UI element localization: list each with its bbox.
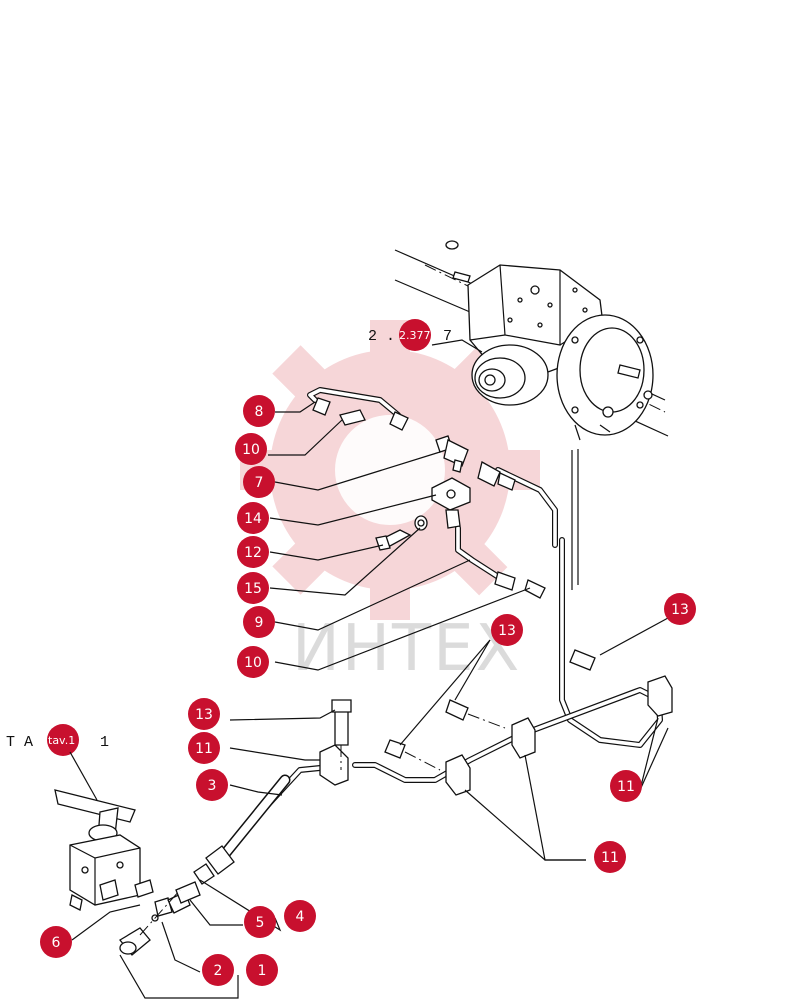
svg-text:13: 13 [195,707,213,723]
callout-14: 14 [237,502,269,534]
callout-11-left: 11 [188,732,220,764]
pedal-reference-label: T A tav.1 1 [6,724,109,801]
svg-text:3: 3 [208,778,217,794]
callout-10-lower: 10 [237,646,269,678]
svg-text:8: 8 [255,404,264,420]
axle-ref-suffix: 7 [443,328,452,345]
svg-text:6: 6 [52,935,61,951]
axle-ref-prefix: 2 . [368,328,395,345]
callouts: 8 10 7 14 12 15 9 10 [40,395,696,986]
svg-text:2: 2 [214,963,223,979]
watermark-text: ИНТЕХ [292,612,521,686]
callout-5: 5 [244,906,276,938]
svg-text:10: 10 [242,442,260,458]
pedal-ref-badge: tav.1 [48,734,75,747]
callout-11-bottom: 11 [594,841,626,873]
upper-pipes [307,387,663,748]
svg-text:11: 11 [601,850,619,866]
svg-text:14: 14 [244,511,262,527]
svg-text:5: 5 [256,915,265,931]
pedal-assembly [54,789,201,956]
callout-7: 7 [243,466,275,498]
axle-reference-label: 2 . 2.377 7 [368,319,483,353]
svg-text:13: 13 [498,623,516,639]
leader-lines [71,401,669,999]
svg-text:15: 15 [244,581,262,597]
callout-11-right: 11 [610,770,642,802]
svg-text:9: 9 [255,615,264,631]
callout-6: 6 [40,926,72,958]
svg-text:10: 10 [244,655,262,671]
callout-3: 3 [196,769,228,801]
axle-ref-badge: 2.377 [399,329,431,342]
callout-13-right: 13 [664,593,696,625]
callout-2: 2 [202,954,234,986]
lower-pipes [193,649,673,885]
pedal-ref-prefix: T A [6,734,33,751]
pedal-ref-suffix: 1 [100,734,109,751]
svg-text:1: 1 [258,963,267,979]
svg-text:7: 7 [255,475,264,491]
callout-13-left: 13 [188,698,220,730]
callout-15: 15 [237,572,269,604]
axle-assembly [394,240,669,590]
callout-1: 1 [246,954,278,986]
svg-text:4: 4 [296,909,305,925]
svg-text:13: 13 [671,602,689,618]
callout-13-center: 13 [491,614,523,646]
callout-10-upper: 10 [235,433,267,465]
callout-8: 8 [243,395,275,427]
svg-text:11: 11 [617,779,635,795]
callout-12: 12 [237,536,269,568]
svg-text:12: 12 [244,545,262,561]
callout-9: 9 [243,606,275,638]
callout-4: 4 [284,900,316,932]
svg-text:11: 11 [195,741,213,757]
